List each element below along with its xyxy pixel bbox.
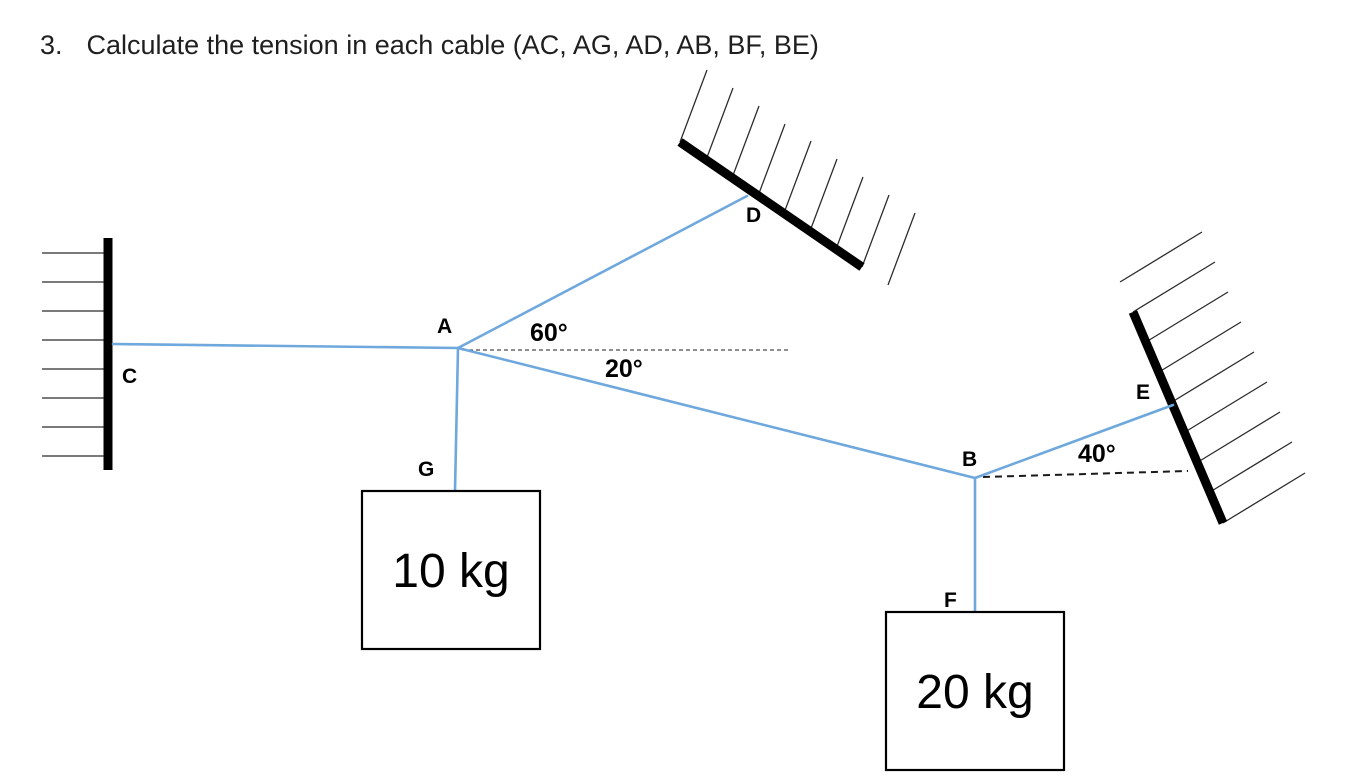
point-labels: C A D G B E F: [122, 204, 1150, 612]
weight-box-20kg-outline: [884, 610, 1066, 772]
problem-number: 3.: [40, 30, 63, 60]
right-wall-bar: [1128, 310, 1228, 525]
top-wall-bar: [677, 138, 865, 271]
problem-statement: 3. Calculate the tension in each cable (A…: [40, 30, 819, 61]
point-label-D: D: [746, 204, 761, 227]
problem-text: Calculate the tension in each cable (AC,…: [86, 30, 819, 60]
point-label-B: B: [962, 448, 977, 471]
weight-box-20kg: 20 kg: [884, 610, 1066, 772]
weight-box-10kg: 10 kg: [360, 489, 542, 651]
cables: [111, 194, 1175, 614]
cable-AC: [111, 342, 460, 350]
cable-AD: [456, 194, 749, 350]
top-wall-hatching: [679, 69, 916, 286]
point-label-C: C: [122, 365, 137, 388]
point-label-E: E: [1136, 381, 1150, 404]
top-wall: [677, 69, 916, 286]
right-wall-hatching: [1119, 231, 1306, 524]
angle-label-20: 20°: [605, 355, 643, 383]
angle-label-60: 60°: [530, 319, 568, 347]
right-wall: [1119, 231, 1306, 525]
angle-labels: 60° 20° 40°: [530, 319, 1116, 468]
angle-label-40: 40°: [1078, 440, 1116, 468]
cable-AG: [453, 346, 460, 493]
weight-box-10kg-outline: [360, 489, 542, 651]
reference-line-at-B: [982, 470, 1189, 478]
point-label-F: F: [944, 589, 957, 612]
left-wall: [42, 238, 113, 470]
cable-AB: [456, 346, 977, 480]
weight-box-10kg-label: 10 kg: [392, 545, 509, 598]
cable-BE: [973, 403, 1175, 480]
weight-box-20kg-label: 20 kg: [916, 666, 1033, 719]
left-wall-hatching: [42, 252, 104, 457]
point-label-A: A: [437, 315, 452, 338]
point-label-G: G: [418, 458, 434, 481]
